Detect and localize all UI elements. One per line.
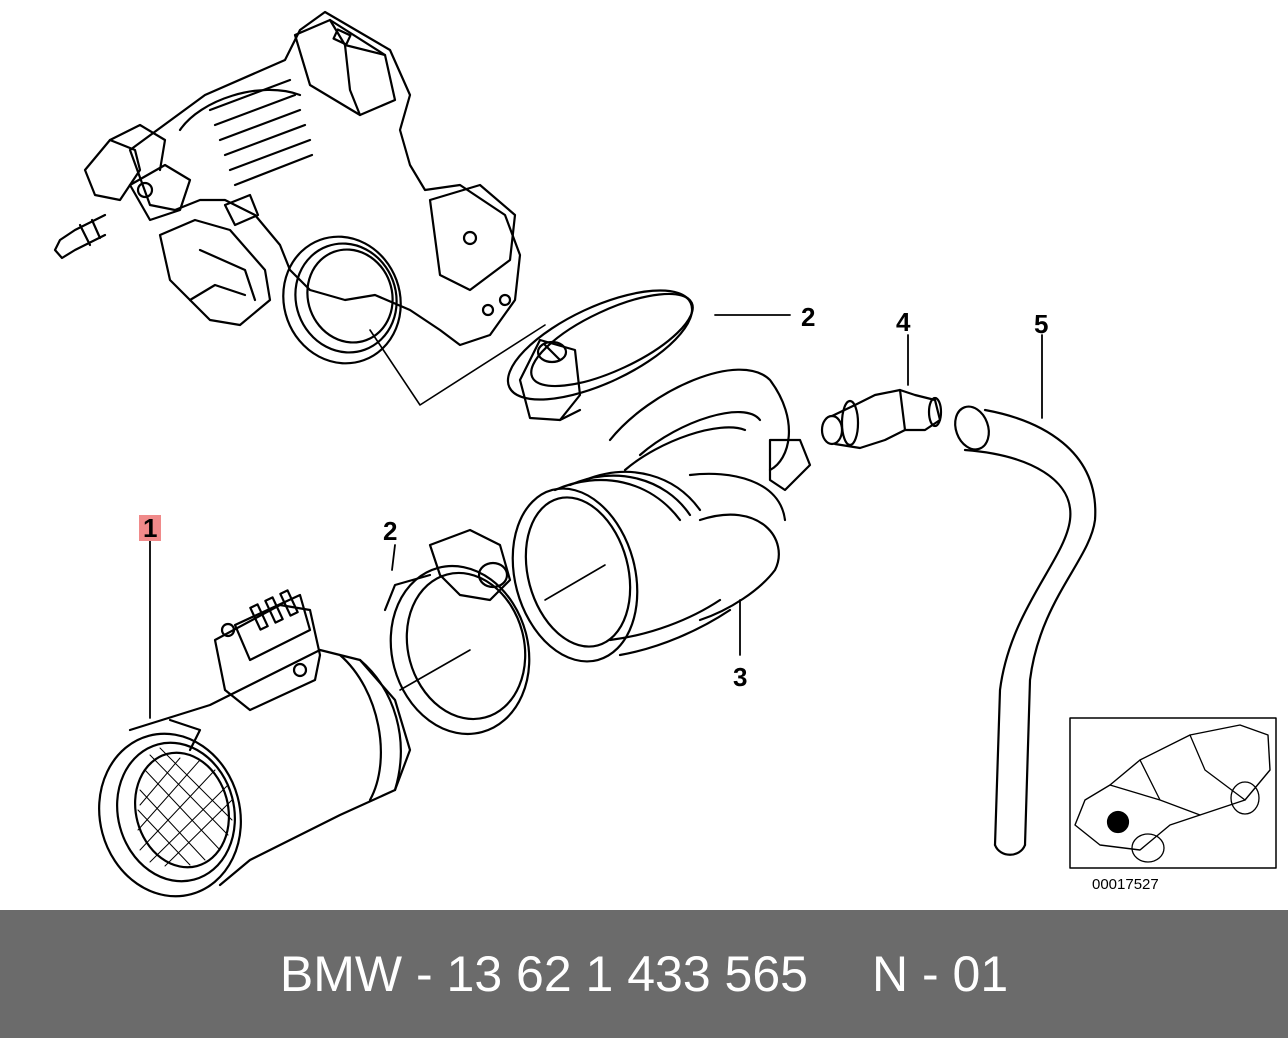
footer-separator: -	[415, 946, 433, 1002]
callout-leader-lines	[149, 314, 1043, 719]
callout-part-3: 3	[733, 662, 748, 692]
throttle-body-illustration	[53, 10, 546, 406]
callout-part-2-lower: 2	[383, 516, 398, 546]
elbow-fitting-illustration	[820, 388, 943, 450]
callout-part-5: 5	[1034, 309, 1049, 339]
callout-part-1: 1	[139, 515, 162, 541]
footer-part-number: 13 62 1 433 565	[446, 946, 808, 1002]
parts-diagram	[53, 10, 1277, 898]
lower-hose-clamp-illustration	[383, 528, 531, 736]
air-mass-meter-illustration	[98, 589, 412, 898]
diagram-reference-number: 00017527	[1092, 876, 1159, 893]
upper-hose-clamp-illustration	[506, 289, 694, 422]
vehicle-locator-inset	[1069, 717, 1277, 869]
vent-hose-illustration	[954, 405, 1097, 856]
footer-brand: BMW	[279, 946, 403, 1002]
footer-code: N - 01	[871, 946, 1009, 1002]
part-number-footer: BMW - 13 62 1 433 565 N - 01	[0, 910, 1288, 1038]
intake-boot-illustration	[511, 368, 812, 663]
sensor-mesh-illustration	[137, 747, 233, 867]
location-marker-icon	[1106, 810, 1130, 834]
callout-part-4: 4	[896, 307, 911, 337]
callout-part-2-upper: 2	[801, 302, 816, 332]
